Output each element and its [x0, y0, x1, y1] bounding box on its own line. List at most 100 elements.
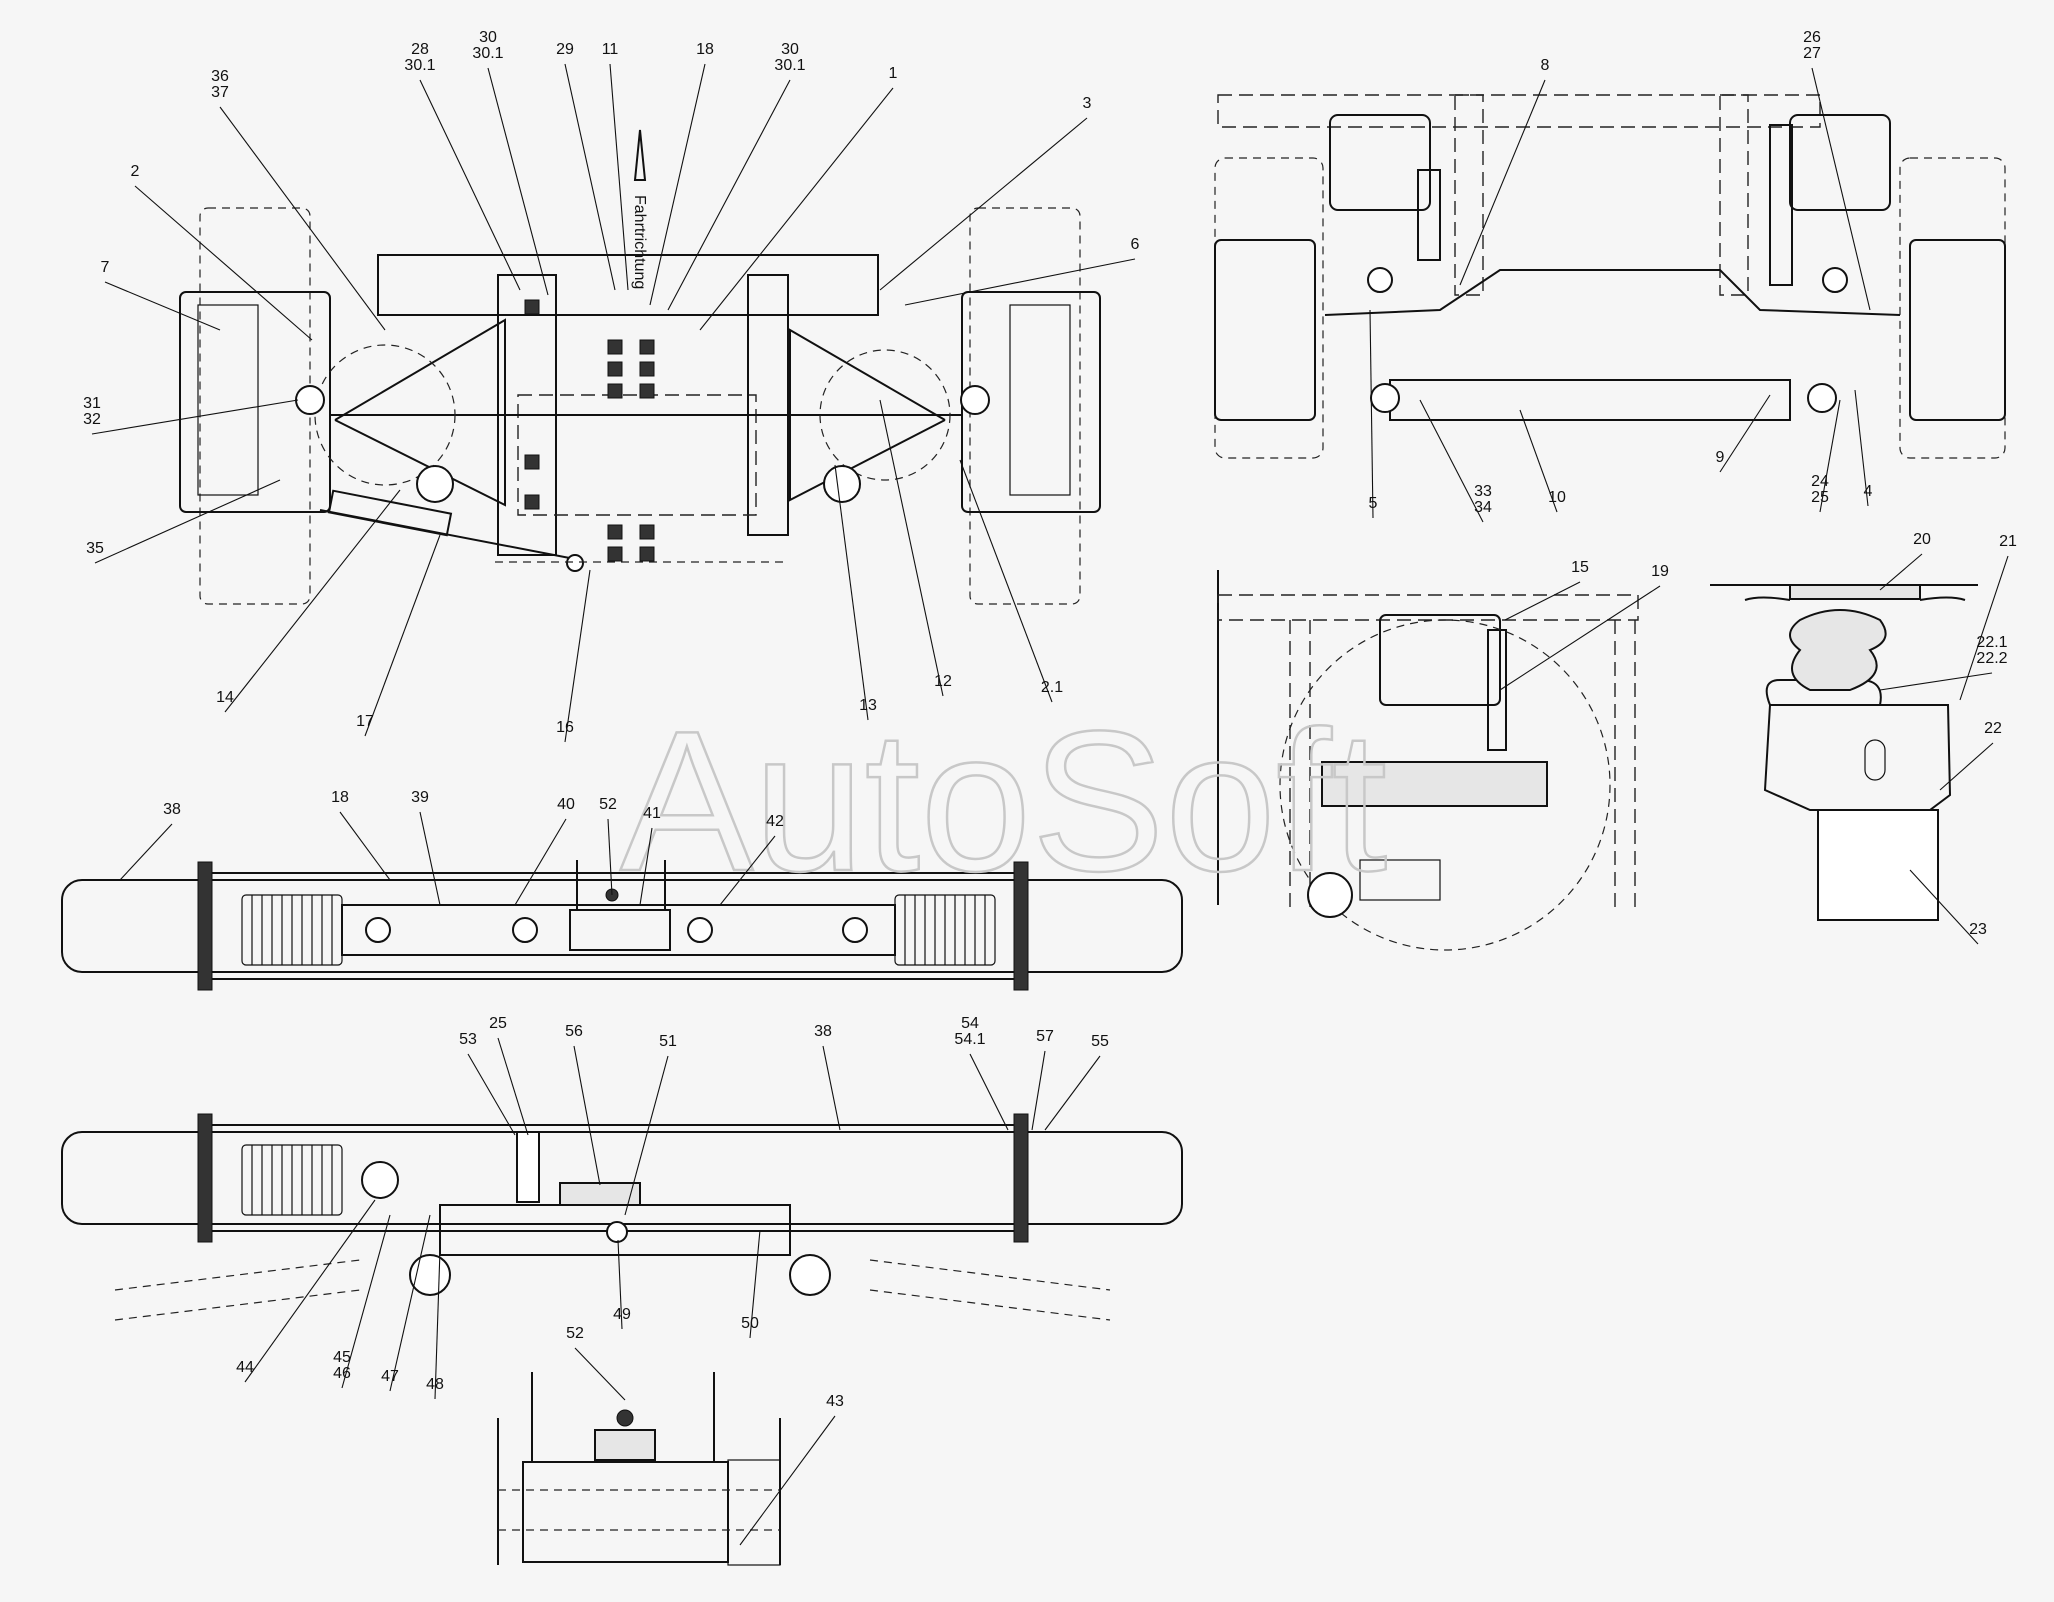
left-air-spring-circle [314, 344, 456, 486]
rear-right-shock [1769, 124, 1793, 286]
callout-number: 44 [236, 1359, 254, 1376]
rack2-left-flange [197, 1113, 213, 1243]
rear-tie-rod [1389, 379, 1791, 421]
bump-stop-rubber [1789, 609, 1887, 691]
centre-bolt-group [524, 299, 655, 562]
leader-line [1811, 67, 1871, 311]
callout-number: 14 [216, 689, 234, 706]
leader-line [699, 87, 894, 331]
rod-end-joint [566, 554, 584, 572]
left-tyre-outline [199, 207, 311, 605]
leader-line [573, 1045, 601, 1186]
callout-number: 11 [602, 41, 619, 58]
callout-number: 31 [83, 395, 101, 412]
callout-number: 16 [556, 719, 574, 736]
callout-number: 8 [1541, 57, 1550, 74]
callout-number: 7 [101, 259, 110, 276]
callout-number: 25 [489, 1015, 507, 1032]
callout-number: 5 [1369, 495, 1378, 512]
rack-bar [341, 904, 896, 956]
rear-left-joint [1370, 383, 1400, 413]
rear-view-frame-right-post [1719, 94, 1749, 296]
detail-air-spring [1379, 614, 1501, 706]
leader-line [1909, 869, 1979, 945]
valve-nipple [616, 1409, 634, 1427]
leader-line [1819, 399, 1841, 513]
callout-number: 22.2 [1976, 650, 2007, 667]
callout-number: 30 [479, 29, 497, 46]
direction-arrow-icon [633, 129, 647, 181]
leader-line [219, 106, 386, 331]
leader-line [341, 1214, 391, 1389]
callout-number: 4 [1864, 483, 1873, 500]
right-wheel-arm-dashed-1 [869, 1259, 1111, 1291]
callout-number: 32 [83, 411, 101, 428]
callout-number: 3 [1083, 95, 1092, 112]
top-view-axle [179, 129, 1101, 605]
leader-line [822, 1045, 841, 1131]
callout-number: 12 [934, 673, 952, 690]
steering-cylinder [327, 489, 453, 537]
callout-number: 54 [961, 1015, 979, 1032]
rack2-left-bellows [241, 1144, 343, 1216]
detail-circle-view [1217, 570, 1639, 951]
leader-line [969, 1053, 1009, 1131]
callout-number: 19 [1651, 563, 1669, 580]
leader-line [1879, 553, 1923, 591]
rear-view-frame-left-post [1454, 94, 1484, 296]
callout-number: 42 [766, 813, 784, 830]
callout-number: 1 [889, 65, 898, 82]
callout-number: 47 [381, 1368, 399, 1385]
leader-line [1459, 79, 1546, 286]
piston-slot [1864, 739, 1886, 781]
leader-line [1959, 555, 2009, 701]
left-link-arm [334, 318, 506, 507]
leader-line [564, 569, 591, 743]
leader-line [719, 835, 776, 906]
callout-number: 36 [211, 68, 229, 85]
leader-line [904, 258, 1136, 306]
callout-number: 25 [1811, 489, 1829, 506]
callout-number: 10 [1548, 489, 1566, 506]
leader-line [879, 399, 944, 697]
leader-line [104, 281, 221, 331]
right-ball-joint [823, 465, 861, 503]
leader-line [639, 827, 653, 906]
callout-number: 30.1 [472, 45, 503, 62]
right-wheel-arm-dashed-2 [869, 1289, 1111, 1321]
leader-line [609, 63, 629, 291]
callout-number: 9 [1716, 449, 1725, 466]
rack2-bar [439, 1204, 791, 1256]
steering-rack-view-1 [61, 860, 1183, 991]
leader-line [434, 1249, 441, 1400]
rack-mid-left-joint [512, 917, 538, 943]
axle-body-dashed [517, 394, 757, 516]
callout-number: 35 [86, 540, 104, 557]
callout-number: 43 [826, 1393, 844, 1410]
leader-line [1031, 1050, 1046, 1131]
leader-line [1419, 399, 1484, 523]
leader-line [244, 1199, 376, 1383]
detail-shock [1487, 629, 1507, 751]
leader-line [1879, 672, 1993, 691]
callout-number: 55 [1091, 1033, 1109, 1050]
rear-view-axle [1214, 94, 2006, 459]
leader-line [497, 1037, 529, 1136]
callout-number: 23 [1969, 921, 1987, 938]
callout-number: 38 [163, 801, 181, 818]
valve-detail-view [497, 1372, 781, 1566]
rear-left-brake [1214, 239, 1316, 421]
callout-number: 57 [1036, 1028, 1054, 1045]
callout-number: 34 [1474, 499, 1492, 516]
leader-line [1369, 309, 1374, 519]
callout-number: 28 [411, 41, 429, 58]
leader-line [94, 479, 281, 564]
leader-line [624, 1055, 669, 1216]
rear-left-pivot [1367, 267, 1393, 293]
rack2-mount-bolt [516, 1131, 540, 1203]
callout-number: 49 [613, 1306, 631, 1323]
leader-line [119, 823, 173, 881]
callout-number: 52 [566, 1325, 584, 1342]
callout-number: 41 [643, 805, 661, 822]
leader-line [224, 489, 401, 713]
